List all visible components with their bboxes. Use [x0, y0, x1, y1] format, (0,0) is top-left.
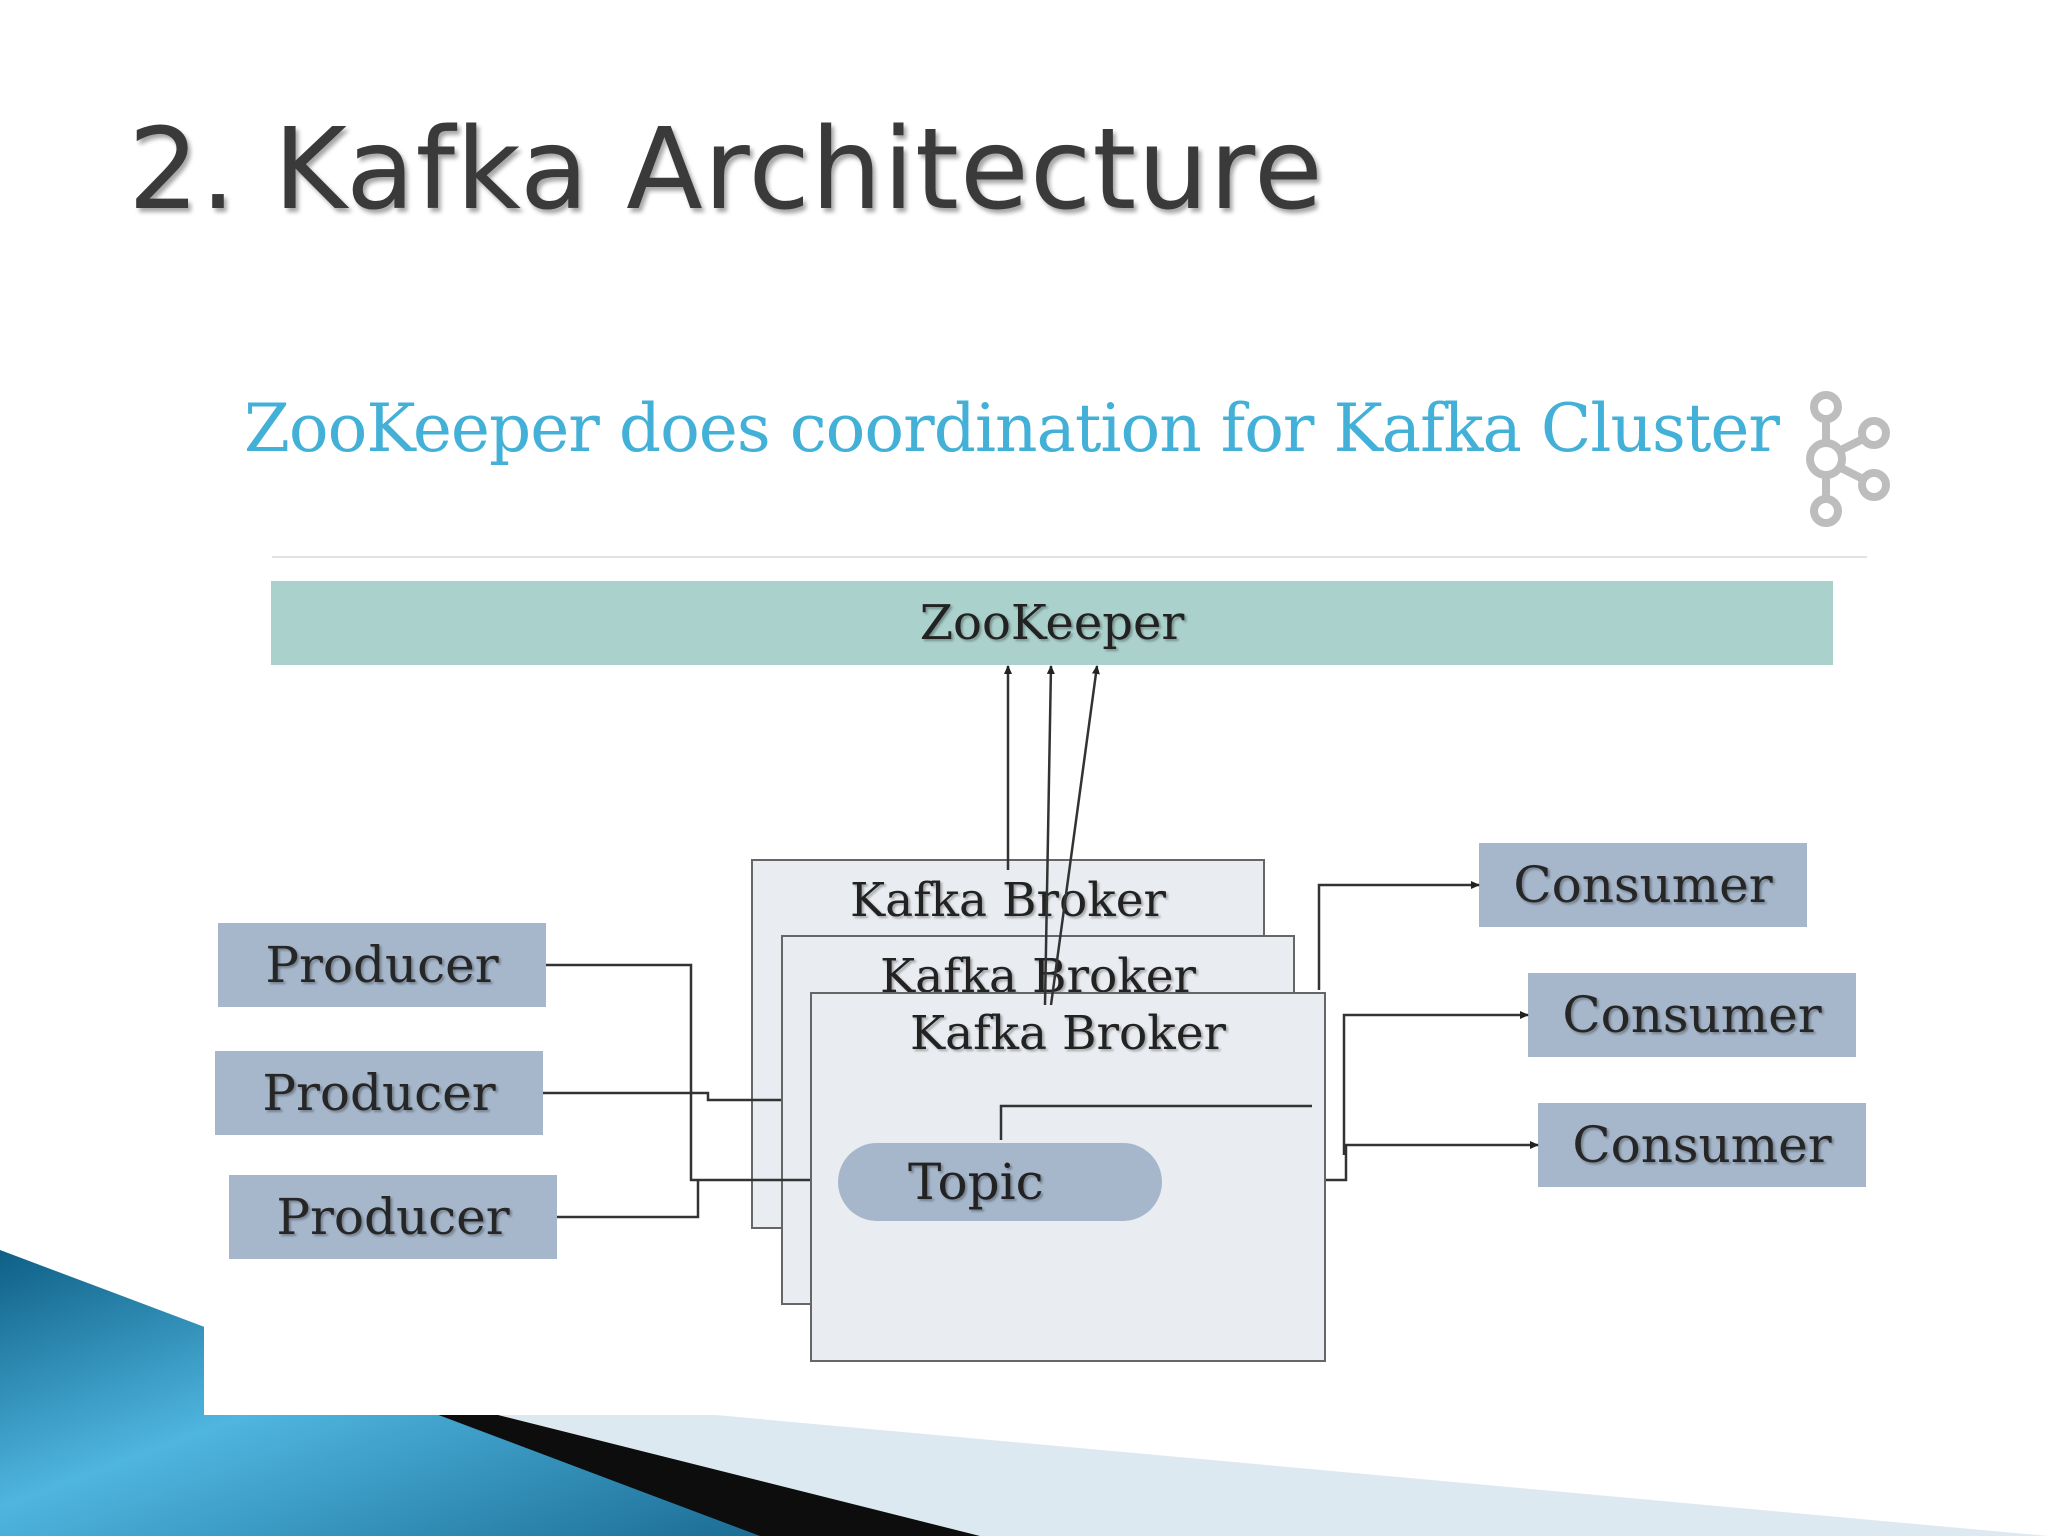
producer-box: Producer	[215, 1051, 543, 1135]
broker-label: Kafka Broker	[849, 873, 1167, 928]
consumer-1-line	[1317, 881, 1480, 990]
producer-box: Producer	[229, 1175, 557, 1259]
slide-title: 2. Kafka Architecture	[128, 105, 1324, 235]
consumer-box: Consumer	[1479, 843, 1807, 927]
consumer-2-line	[1342, 1011, 1529, 1155]
consumer-3-line	[1326, 1141, 1539, 1182]
broker-label: Kafka Broker	[909, 1006, 1227, 1061]
producer-3-line	[557, 1180, 700, 1219]
zookeeper-bar: ZooKeeper	[271, 581, 1833, 665]
consumer-box: Consumer	[1538, 1103, 1866, 1187]
producer-box: Producer	[218, 923, 546, 1007]
consumer-box: Consumer	[1528, 973, 1856, 1057]
figure-heading: ZooKeeper does coordination for Kafka Cl…	[244, 390, 1780, 467]
producer-2-line	[543, 1091, 781, 1102]
kafka-logo-icon	[1806, 391, 1890, 527]
heading-divider	[272, 556, 1867, 558]
topic-pill: Topic	[838, 1143, 1162, 1221]
architecture-figure: ZooKeeper does coordination for Kafka Cl…	[204, 350, 1904, 1415]
